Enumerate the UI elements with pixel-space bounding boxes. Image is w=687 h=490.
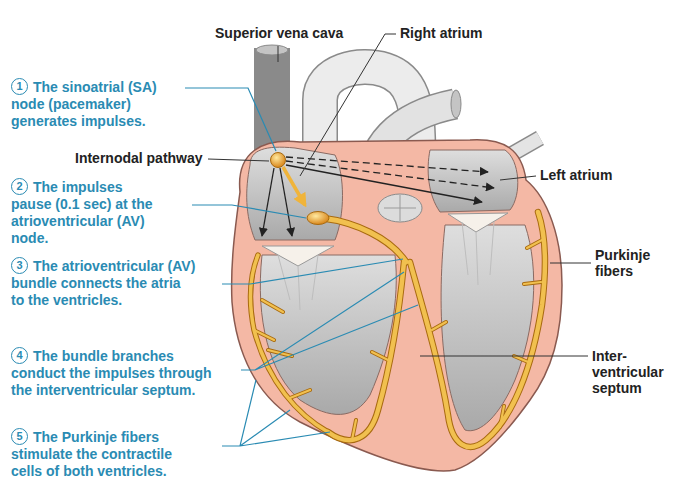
leader-line — [300, 34, 396, 176]
part-label: Inter- ventricular septum — [592, 348, 677, 396]
pulmonary-trunk-opening — [451, 90, 461, 118]
leader-line — [278, 46, 279, 62]
internodal-arrow — [286, 165, 482, 202]
aortic-valve — [378, 194, 422, 222]
callout-number: 2 — [11, 178, 28, 195]
av-bundle — [322, 218, 406, 262]
atrial-arrow — [262, 168, 274, 236]
vena-cava-opening — [256, 45, 288, 55]
leader-line — [222, 259, 403, 284]
bundle-branch-outline — [328, 262, 404, 440]
callout-number: 4 — [11, 347, 28, 364]
callout-number: 3 — [11, 257, 28, 274]
purkinje-twigs — [254, 240, 542, 440]
chordae-tendineae — [278, 255, 318, 310]
part-label: Purkinje fibers — [595, 247, 667, 279]
callout-number: 1 — [11, 78, 28, 95]
leader-line — [222, 380, 330, 446]
part-leaders — [208, 34, 591, 356]
tricuspid-valve — [262, 246, 334, 266]
sa-node — [271, 153, 286, 168]
bundle-branch-outline — [410, 212, 545, 447]
step-description: The bundle branches conduct the impulses… — [11, 348, 226, 399]
leader-line — [550, 263, 591, 264]
part-label: Right atrium — [400, 25, 482, 42]
callout-number: 5 — [11, 428, 28, 445]
leader-line — [420, 356, 588, 357]
step-description: The atrioventricular (AV) bundle connect… — [11, 258, 196, 309]
chordae-tendineae — [462, 222, 494, 285]
leader-line — [208, 159, 269, 161]
leader-line — [192, 205, 306, 218]
right-bundle-branch — [328, 262, 404, 440]
step-description: The sinoatrial (SA) node (pacemaker) gen… — [11, 79, 181, 130]
step-description: The impulses pause (0.1 sec) at the atri… — [11, 179, 161, 247]
internodal-arrow — [286, 157, 488, 172]
leader-line — [241, 272, 418, 370]
conduction-system — [251, 212, 546, 447]
part-label: Left atrium — [540, 167, 612, 184]
left-ventricle-chamber — [441, 225, 534, 431]
leader-line — [185, 88, 276, 151]
internodal-arrows — [262, 157, 494, 236]
part-label: Superior vena cava — [215, 25, 343, 42]
internodal-arrow — [286, 161, 494, 188]
step-leaders — [185, 88, 418, 446]
mitral-valve — [448, 213, 508, 232]
part-label: Internodal pathway — [75, 150, 203, 167]
av-node — [307, 212, 329, 225]
heart-myocardium — [232, 140, 562, 471]
av-bundle-outline — [322, 218, 406, 262]
left-bundle-branch — [410, 212, 545, 447]
step-description: The Purkinje fibers stimulate the contra… — [11, 429, 201, 480]
aortic-valve-cusps — [384, 195, 416, 221]
leader-line — [500, 176, 536, 180]
